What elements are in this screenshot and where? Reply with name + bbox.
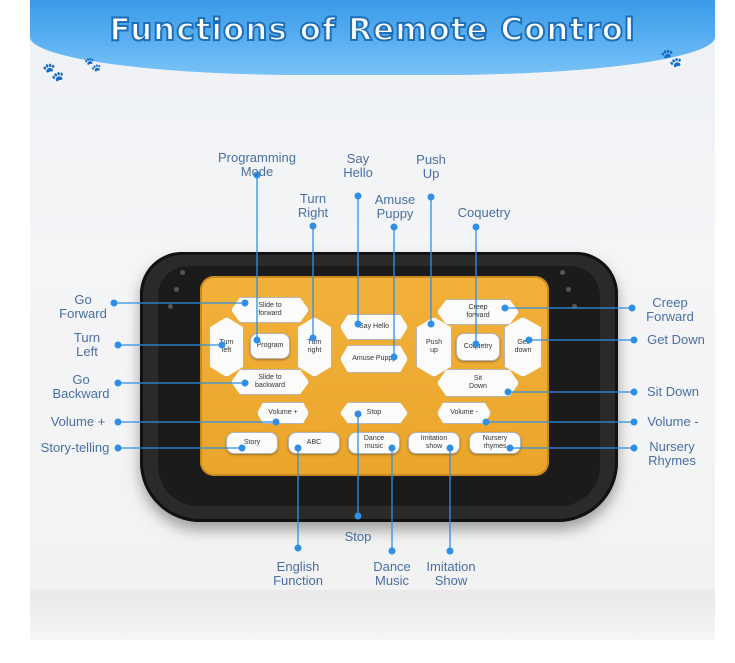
speaker-hole xyxy=(566,287,571,292)
label-imitation-show: Imitation Show xyxy=(426,559,476,588)
label-go-backward: Go Backward xyxy=(52,372,110,401)
volume-down-button[interactable]: Volume - xyxy=(437,402,491,424)
label-programming-mode: Programming Mode xyxy=(217,150,297,179)
callout-dot xyxy=(630,336,638,344)
speaker-hole xyxy=(180,270,185,275)
callout-dot xyxy=(114,418,122,426)
say-hello-button[interactable]: Say Hello xyxy=(340,314,408,340)
callout-dot xyxy=(472,223,480,231)
callout-dot xyxy=(390,353,398,361)
volume-up-button[interactable]: Volume + xyxy=(257,402,309,424)
label-creep-forward: Creep Forward xyxy=(646,295,694,324)
turn-left-button[interactable]: Turn left xyxy=(209,317,244,377)
title-banner xyxy=(30,0,715,75)
label-volume-plus: Volume + xyxy=(50,414,106,429)
callout-dot xyxy=(309,222,317,230)
speaker-hole xyxy=(168,304,173,309)
paw-print-icon: 🐾 xyxy=(84,56,102,72)
callout-dot xyxy=(388,444,396,452)
callout-dot xyxy=(309,334,317,342)
get-down-button[interactable]: Get down xyxy=(504,317,542,377)
floor xyxy=(30,590,715,640)
label-coquetry: Coquetry xyxy=(457,205,511,220)
label-say-hello: Say Hello xyxy=(343,151,373,180)
label-push-up: Push Up xyxy=(416,152,446,181)
callout-dot xyxy=(446,547,454,555)
creep-forward-button[interactable]: Creep forward xyxy=(437,299,519,325)
label-stop: Stop xyxy=(344,529,372,544)
callout-dot xyxy=(272,418,280,426)
label-volume-minus: Volume - xyxy=(647,414,699,429)
callout-dot xyxy=(253,336,261,344)
turn-right-button[interactable]: Turn right xyxy=(297,317,332,377)
label-nursery-rhymes: Nursery Rhymes xyxy=(648,439,696,468)
stop-button[interactable]: Stop xyxy=(340,402,408,424)
callout-dot xyxy=(472,340,480,348)
callout-dot xyxy=(110,299,118,307)
dance-music-button[interactable]: Dance music xyxy=(348,432,400,454)
callout-dot xyxy=(628,304,636,312)
callout-dot xyxy=(238,444,246,452)
label-story-telling: Story-telling xyxy=(40,440,110,455)
amuse-puppy-button[interactable]: Amuse Puppy xyxy=(340,345,408,373)
callout-dot xyxy=(630,388,638,396)
callout-dot xyxy=(504,388,512,396)
label-amuse-puppy: Amuse Puppy xyxy=(374,192,416,221)
callout-dot xyxy=(427,320,435,328)
paw-print-icon: 🐾 xyxy=(42,62,65,82)
speaker-hole xyxy=(572,304,577,309)
callout-dot xyxy=(114,379,122,387)
label-english-function: English Function xyxy=(273,559,323,588)
label-dance-music: Dance Music xyxy=(373,559,411,588)
push-up-button[interactable]: Push up xyxy=(416,317,452,377)
callout-dot xyxy=(630,444,638,452)
callout-dot xyxy=(427,193,435,201)
callout-dot xyxy=(446,444,454,452)
callout-dot xyxy=(501,304,509,312)
callout-dot xyxy=(525,336,533,344)
callout-dot xyxy=(294,544,302,552)
label-go-forward: Go Forward xyxy=(59,292,107,321)
callout-dot xyxy=(354,410,362,418)
speaker-hole xyxy=(174,287,179,292)
callout-dot xyxy=(253,171,261,179)
label-turn-right: Turn Right xyxy=(297,191,329,220)
callout-dot xyxy=(114,341,122,349)
label-sit-down: Sit Down xyxy=(646,384,700,399)
callout-dot xyxy=(241,299,249,307)
callout-dot xyxy=(482,418,490,426)
speaker-hole xyxy=(560,270,565,275)
label-get-down: Get Down xyxy=(647,332,705,347)
callout-dot xyxy=(630,418,638,426)
callout-dot xyxy=(294,444,302,452)
callout-dot xyxy=(114,444,122,452)
callout-dot xyxy=(506,444,514,452)
label-turn-left: Turn Left xyxy=(73,330,101,359)
callout-dot xyxy=(354,512,362,520)
paw-print-icon: 🐾 xyxy=(660,48,683,68)
callout-dot xyxy=(390,223,398,231)
diagram-title: Functions of Remote Control xyxy=(108,11,636,49)
callout-dot xyxy=(218,341,226,349)
callout-dot xyxy=(241,379,249,387)
callout-dot xyxy=(354,192,362,200)
callout-dot xyxy=(354,320,362,328)
callout-dot xyxy=(388,547,396,555)
